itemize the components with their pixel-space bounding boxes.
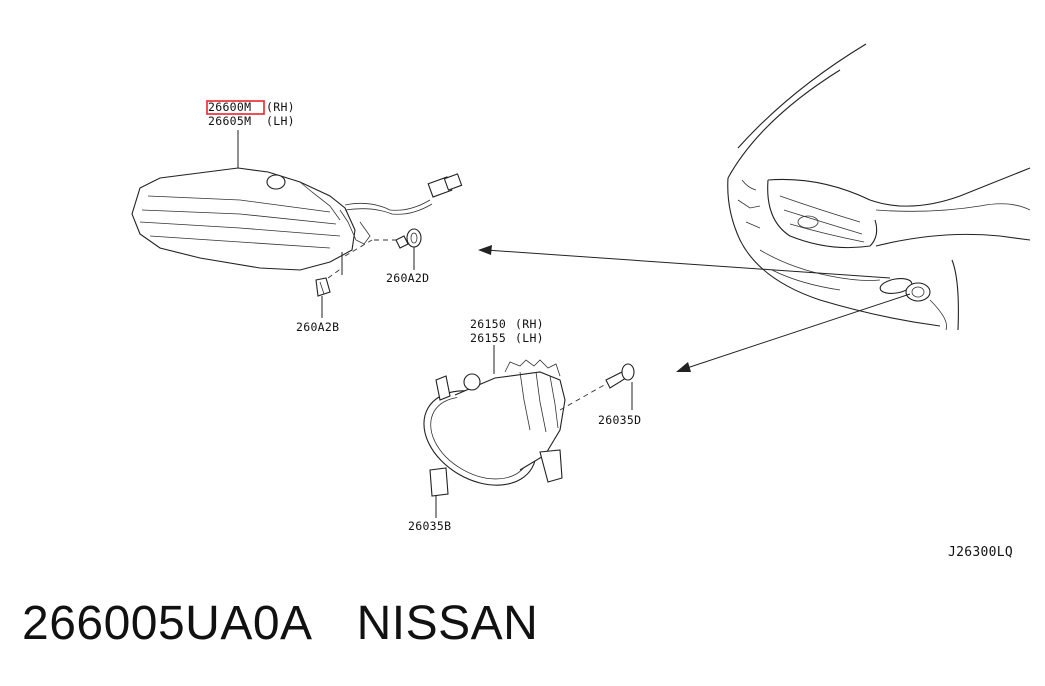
label-foglamp-lh: 26155 — [470, 331, 506, 345]
label-foglamp-lh-side: (LH) — [515, 331, 544, 345]
part-caption: 266005UA0A NISSAN — [22, 596, 538, 651]
label-headlamp-lh: 26605M — [208, 114, 251, 128]
label-foglamp-rh-side: (RH) — [515, 317, 544, 331]
label-bolt-26035d: 26035D — [598, 413, 641, 427]
pointer-arrows — [478, 245, 911, 372]
side-lamp-assembly — [131, 167, 463, 271]
vehicle-front — [727, 43, 1031, 331]
bolt-26035d — [605, 363, 635, 389]
label-headlamp-rh: 26600M — [208, 100, 251, 114]
label-foglamp-rh: 26150 — [470, 317, 506, 331]
brand-name: NISSAN — [356, 597, 539, 650]
label-clip-260a2b: 260A2B — [296, 320, 339, 334]
part-number: 266005UA0A — [22, 597, 313, 650]
clip-260a2b — [315, 277, 331, 297]
label-headlamp-rh-side: (RH) — [266, 100, 295, 114]
highlight-box — [206, 100, 265, 115]
fog-lamp-assembly — [423, 359, 566, 497]
diagram-code: J26300LQ — [948, 545, 1013, 560]
label-bolt-260a2d: 260A2D — [386, 271, 429, 285]
bolt-260a2d — [395, 228, 422, 249]
label-bracket-26035b: 26035B — [408, 519, 451, 533]
label-headlamp-lh-side: (LH) — [266, 114, 295, 128]
